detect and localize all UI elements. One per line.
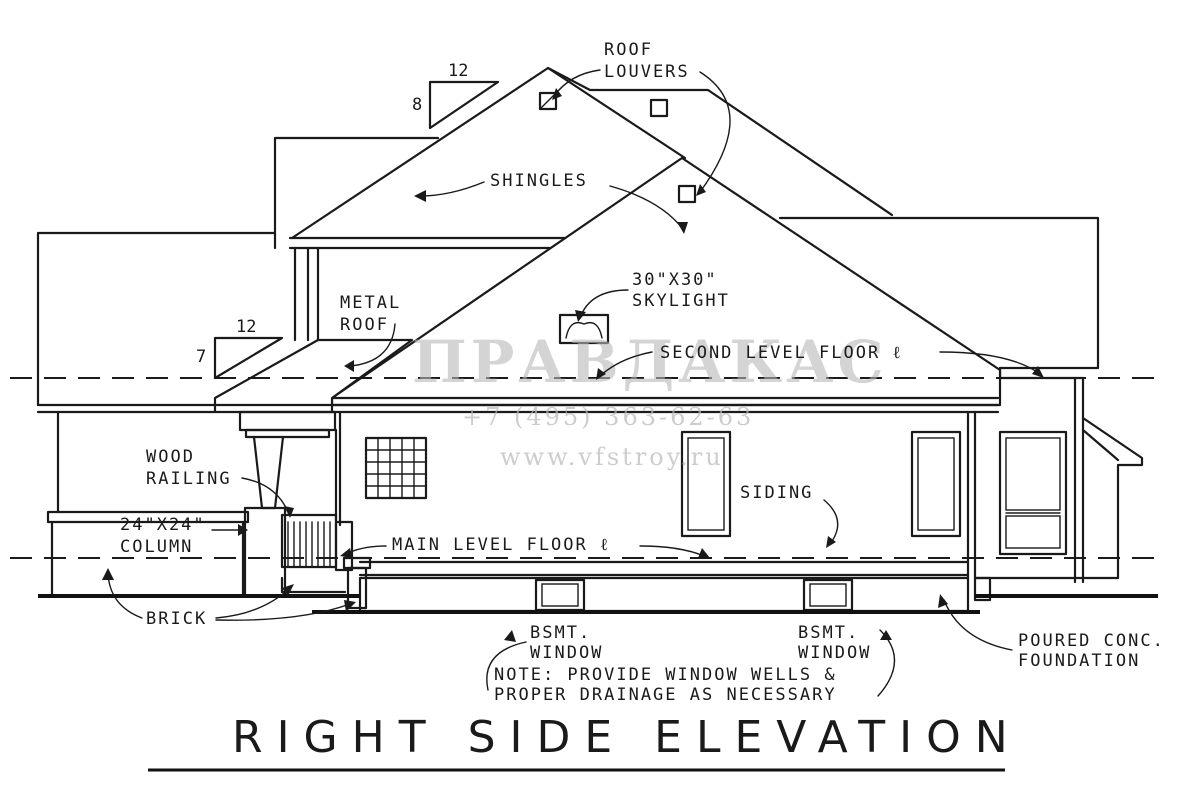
label-bsmt-window-right-1: BSMT.	[798, 623, 859, 643]
rear-upper-block	[273, 136, 582, 342]
skylight	[558, 313, 610, 345]
main-wall	[338, 410, 977, 580]
pitch-lower-run: 12	[236, 317, 256, 337]
grid-window	[364, 436, 428, 500]
label-siding: SIDING	[740, 483, 813, 503]
label-foundation-1: POURED CONC.	[1018, 631, 1165, 651]
label-bsmt-window-left-1: BSMT.	[530, 623, 591, 643]
label-roof-louvers-2: LOUVERS	[604, 62, 690, 82]
basement-window-right	[802, 578, 854, 612]
label-bsmt-window-right-2: WINDOW	[798, 643, 871, 663]
leader-brick-right	[215, 603, 351, 621]
basement-window-left	[534, 578, 586, 612]
label-wood-railing-1: WOOD	[146, 447, 195, 467]
watermark-phone: +7 (495) 363-62-63	[462, 403, 754, 431]
porch-column	[238, 410, 338, 598]
drawing-title: RIGHT SIDE ELEVATION	[232, 712, 1022, 763]
label-roof-louvers-1: ROOF	[604, 40, 653, 60]
label-skylight-1: 30"X30"	[632, 270, 718, 290]
label-shingles: SHINGLES	[490, 171, 588, 191]
label-bsmt-window-left-2: WINDOW	[530, 643, 603, 663]
right-bay	[973, 376, 1144, 584]
label-column-2: COLUMN	[120, 537, 193, 557]
label-second-level-floor: SECOND LEVEL FLOOR ℓ	[660, 343, 903, 363]
leader-foundation	[943, 599, 1013, 651]
label-foundation-2: FOUNDATION	[1018, 651, 1140, 671]
watermark-site: www.vfstroy.ru	[500, 443, 724, 471]
leader-shingles-left	[419, 181, 485, 197]
foundation	[358, 576, 992, 613]
pitch-upper-run: 12	[448, 61, 468, 81]
front-gable	[330, 156, 1002, 414]
leader-brick-mid	[215, 587, 291, 619]
left-wing	[36, 231, 277, 597]
pitch-lower-rise: 7	[196, 347, 206, 367]
leader-siding	[823, 499, 839, 545]
label-column-1: 24"X24"	[120, 515, 206, 535]
leader-second-floor-right	[939, 351, 1041, 375]
tall-window-left	[680, 430, 732, 538]
pitch-upper-rise: 8	[412, 95, 422, 115]
leader-metal-roof	[349, 323, 396, 367]
tall-window-right	[910, 430, 962, 538]
pitch-symbol-upper: 12 8	[412, 61, 500, 130]
label-main-level-floor: MAIN LEVEL FLOOR ℓ	[392, 535, 610, 555]
roof-louvers	[538, 91, 697, 204]
metal-roof	[213, 338, 414, 414]
leader-bsmt-left	[486, 641, 527, 691]
pitch-symbol-lower: 12 7	[196, 317, 284, 380]
label-metal-roof-2: ROOF	[340, 315, 389, 335]
leader-louver-2	[699, 71, 731, 193]
label-brick: BRICK	[146, 609, 207, 629]
grade-lines	[38, 594, 1158, 614]
main-gable	[290, 66, 894, 240]
label-metal-roof-1: METAL	[340, 293, 401, 313]
wood-railing	[280, 513, 372, 610]
label-wood-railing-2: RAILING	[146, 469, 232, 489]
label-skylight-2: SKYLIGHT	[632, 291, 730, 311]
bay-window	[998, 430, 1068, 556]
label-note-1: NOTE: PROVIDE WINDOW WELLS &	[494, 665, 837, 685]
watermark-brand: ПРАВДАКАС	[412, 328, 888, 396]
label-note-2: PROPER DRAINAGE AS NECESSARY	[494, 685, 837, 705]
leader-main-floor-right	[639, 545, 705, 557]
